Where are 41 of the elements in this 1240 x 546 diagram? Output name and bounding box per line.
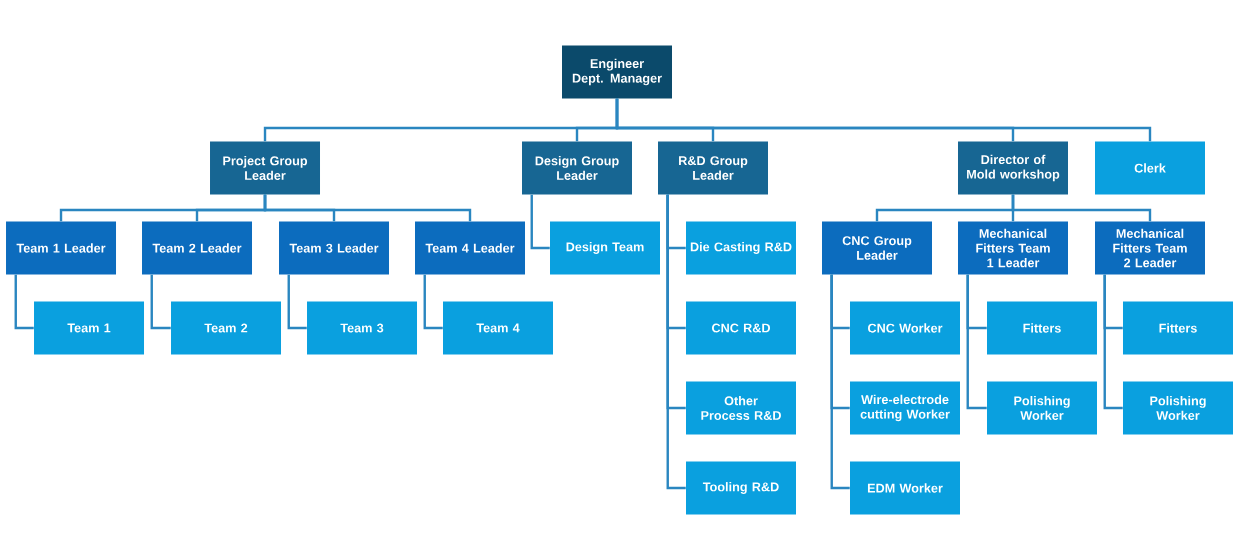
connector-line xyxy=(263,194,472,222)
org-box: Other Process R&D xyxy=(686,381,796,435)
connector-line xyxy=(423,274,443,330)
connector-line xyxy=(830,274,850,490)
org-box: Team 2 Leader xyxy=(142,221,252,275)
org-box: Clerk xyxy=(1095,141,1205,195)
org-box: Polishing Worker xyxy=(987,381,1097,435)
org-box: Project Group Leader xyxy=(210,141,320,195)
connector-line xyxy=(14,274,34,330)
org-box: EDM Worker xyxy=(850,461,960,515)
org-box: CNC R&D xyxy=(686,301,796,355)
connector-line xyxy=(1103,274,1123,410)
org-box: Engineer Dept. Manager xyxy=(562,45,672,99)
org-box: Tooling R&D xyxy=(686,461,796,515)
org-box: Director of Mold workshop xyxy=(958,141,1068,195)
org-box: Design Team xyxy=(550,221,660,275)
org-box: Polishing Worker xyxy=(1123,381,1233,435)
org-box: Team 3 xyxy=(307,301,417,355)
org-box: Fitters xyxy=(1123,301,1233,355)
org-box: Mechanical Fitters Team 1 Leader xyxy=(958,221,1068,275)
connector-line xyxy=(1011,194,1152,222)
org-box: Team 3 Leader xyxy=(279,221,389,275)
org-box: Die Casting R&D xyxy=(686,221,796,275)
connector-line xyxy=(966,274,987,410)
connector-line xyxy=(150,274,171,330)
org-box: CNC Group Leader xyxy=(822,221,932,275)
org-box: Fitters xyxy=(987,301,1097,355)
org-box: CNC Worker xyxy=(850,301,960,355)
org-box: R&D Group Leader xyxy=(658,141,768,195)
org-box: Design Group Leader xyxy=(522,141,632,195)
org-box: Team 2 xyxy=(171,301,281,355)
org-box: Team 1 xyxy=(34,301,144,355)
connector-line xyxy=(530,194,550,250)
org-box: Mechanical Fitters Team 2 Leader xyxy=(1095,221,1205,275)
org-box: Team 4 Leader xyxy=(415,221,525,275)
connector-line xyxy=(287,274,307,330)
connector-line xyxy=(666,194,686,490)
connector-line xyxy=(615,98,1152,142)
org-box: Team 1 Leader xyxy=(6,221,116,275)
org-box: Team 4 xyxy=(443,301,553,355)
org-box: Wire-electrode cutting Worker xyxy=(850,381,960,435)
